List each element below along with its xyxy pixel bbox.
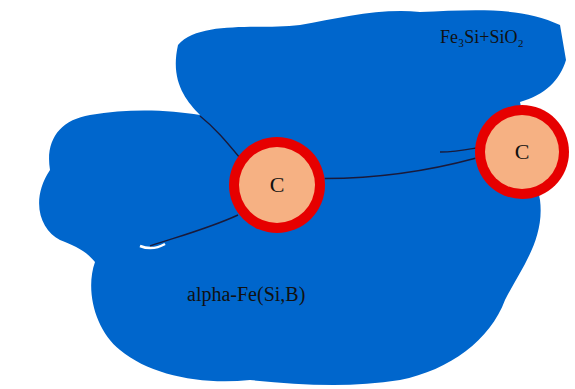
crack-connector (325, 158, 476, 178)
carbon-particle: C (475, 105, 569, 199)
core-label: C (270, 172, 285, 198)
alloy-particles (39, 10, 566, 385)
crack-line (440, 148, 476, 152)
coating-ring (229, 137, 325, 233)
text-holder: C (229, 137, 325, 233)
carbon-particle: C (229, 137, 325, 233)
phase-label: alpha-Fe(Si,B) (187, 283, 305, 306)
coating-label: Fe₃Si+SiO₂ (440, 27, 524, 48)
coating-ring (475, 105, 569, 199)
carbon-core (485, 115, 559, 189)
carbon-core (239, 147, 315, 223)
crack-gap (140, 244, 165, 248)
text-holder: C (475, 105, 569, 199)
crack-line (150, 215, 238, 246)
crack-line (200, 116, 240, 158)
core-label: C (515, 139, 530, 165)
